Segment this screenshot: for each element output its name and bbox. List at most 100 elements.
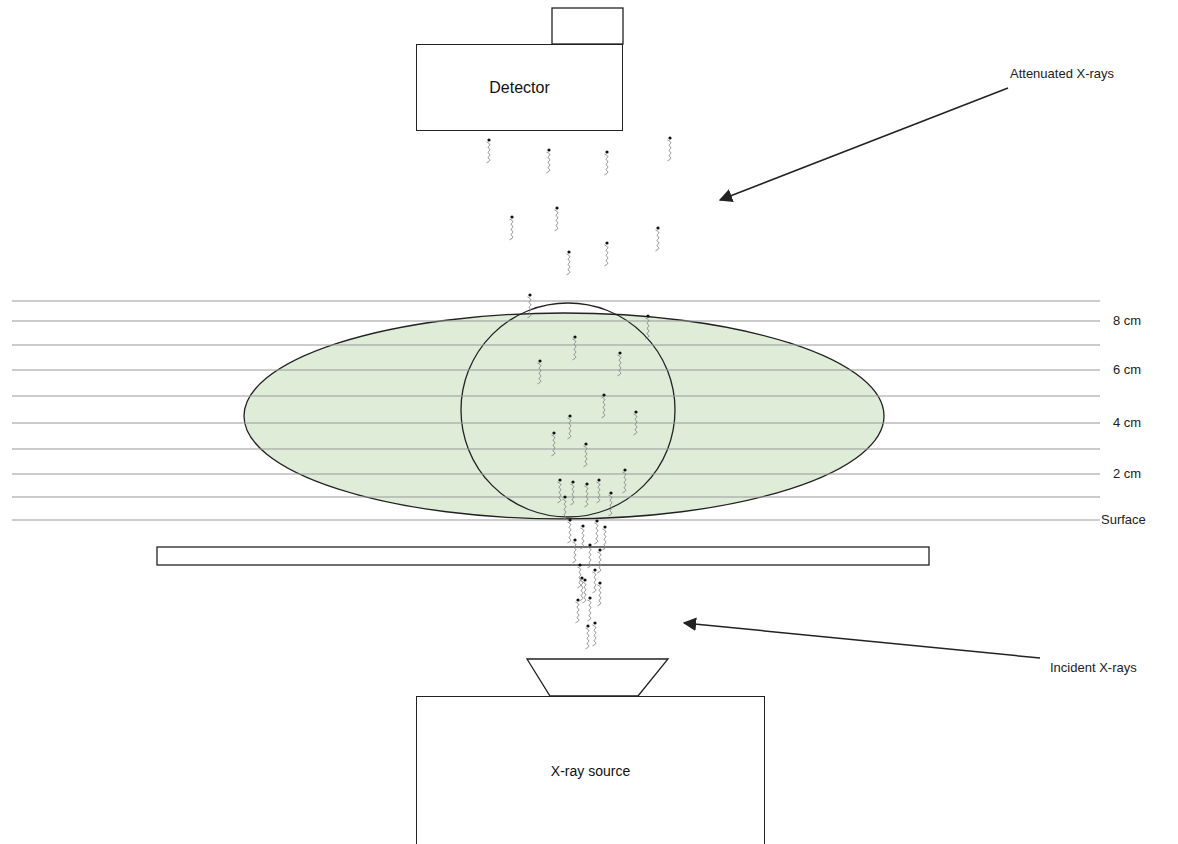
node-label: Detector [489, 79, 549, 97]
photon-wave [584, 446, 587, 467]
photon-dot [668, 136, 671, 139]
photon [487, 138, 491, 162]
photon-dot [586, 624, 589, 627]
photon-wave [573, 339, 576, 360]
photon [618, 351, 622, 375]
photon-dot [597, 478, 600, 481]
photon-wave [547, 152, 550, 173]
photon [603, 525, 607, 549]
depth-label: 4 cm [1113, 415, 1141, 431]
photon [598, 548, 602, 572]
photon-dot [609, 491, 612, 494]
photon [567, 250, 571, 274]
photon-wave [487, 142, 490, 163]
source-box: X-ray source [416, 696, 765, 844]
annotation: Incident X-rays [1050, 660, 1137, 676]
photon-wave [552, 435, 555, 456]
photon-wave [576, 602, 579, 623]
photon-dot [603, 525, 606, 528]
photon [571, 480, 575, 504]
photon-dot [593, 621, 596, 624]
photon-dot [573, 538, 576, 541]
depth-lines [12, 301, 1100, 520]
photon-wave [646, 318, 649, 339]
photon-dot [605, 150, 608, 153]
photon [668, 136, 672, 160]
photon-dot [598, 548, 601, 551]
photon-wave [656, 230, 659, 251]
photon-dot [595, 519, 598, 522]
photon-dot [555, 206, 558, 209]
photon-wave [668, 140, 671, 161]
collimator [527, 659, 668, 696]
photon-dot [567, 250, 570, 253]
photon-wave [581, 528, 584, 549]
depth-line [12, 396, 1100, 397]
depth-line [12, 449, 1100, 450]
depth-line [12, 423, 1100, 424]
photon-dot [576, 598, 579, 601]
leader-arrow [720, 88, 1008, 200]
photon [573, 538, 577, 562]
photon-wave [602, 397, 605, 418]
photon [580, 576, 584, 600]
photon [595, 519, 599, 543]
depth-line [12, 321, 1100, 322]
photon-dot [588, 543, 591, 546]
depth-line [12, 497, 1100, 498]
photon-dot [552, 431, 555, 434]
photon [547, 148, 551, 172]
photon [568, 414, 572, 438]
photon-wave [598, 585, 601, 606]
photon-dot [583, 578, 586, 581]
photon [598, 581, 602, 605]
depth-line [12, 301, 1100, 302]
photon-wave [603, 529, 606, 550]
photon-wave [593, 625, 596, 646]
photon [585, 482, 589, 506]
photon-wave [555, 210, 558, 231]
photon-dot [538, 359, 541, 362]
photon-dot [568, 518, 571, 521]
photon-wave [598, 552, 601, 573]
annotation: Attenuated X-rays [1010, 66, 1114, 82]
leader-arrow [684, 623, 1040, 658]
depth-label: 6 cm [1113, 362, 1141, 378]
photon-wave [605, 245, 608, 266]
photon-wave [623, 472, 626, 493]
photon-wave [567, 254, 570, 275]
depth-line [12, 345, 1100, 346]
depth-line [12, 474, 1100, 475]
photon [578, 563, 582, 587]
photon-wave [528, 297, 531, 318]
photon-wave [634, 414, 637, 435]
photon-wave [568, 418, 571, 439]
photon-dot [528, 293, 531, 296]
photon-dot [573, 335, 576, 338]
depth-line [12, 370, 1100, 371]
photon [602, 393, 606, 417]
photon-dot [487, 138, 490, 141]
depth-label: Surface [1101, 512, 1146, 528]
photon-wave [563, 499, 566, 520]
photon-dot [623, 468, 626, 471]
photon-wave [618, 355, 621, 376]
photon [656, 226, 660, 250]
photon-wave [595, 523, 598, 544]
node-label: X-ray source [551, 763, 630, 779]
photon [573, 335, 577, 359]
photon-dot [547, 148, 550, 151]
photon-wave [571, 484, 574, 505]
depth-line [12, 520, 1100, 521]
photon [558, 478, 562, 502]
photon [605, 241, 609, 265]
photon-dot [568, 414, 571, 417]
photon-dot [588, 596, 591, 599]
photon [584, 442, 588, 466]
photon [568, 518, 572, 542]
photon-wave [586, 628, 589, 649]
photon [581, 524, 585, 548]
photon-dot [646, 314, 649, 317]
photon-dot [656, 226, 659, 229]
photon-dot [585, 482, 588, 485]
